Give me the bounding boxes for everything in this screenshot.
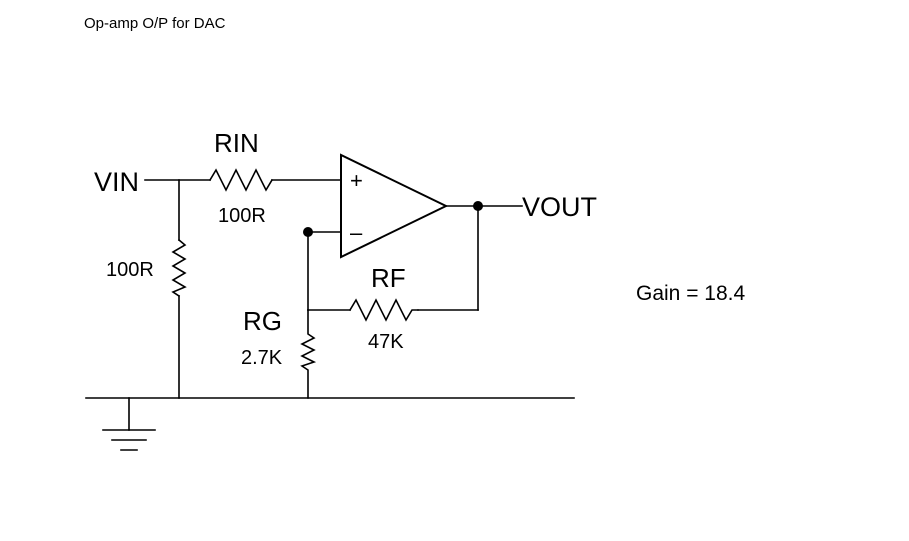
vout-label: VOUT <box>522 192 597 222</box>
rin-resistor <box>208 168 274 192</box>
rg-name-label: RG <box>243 306 282 336</box>
rf-name-label: RF <box>371 263 406 293</box>
opamp-symbol <box>340 153 449 259</box>
minus-input-wire <box>303 227 342 311</box>
vin-label: VIN <box>94 167 139 197</box>
feedback-wire <box>307 205 479 311</box>
rin-name-label: RIN <box>214 128 259 158</box>
diagram-title: Op-amp O/P for DAC <box>84 15 226 32</box>
opamp-minus-sign: – <box>350 220 363 245</box>
rf-resistor <box>348 298 419 322</box>
opamp-plus-sign: + <box>350 168 363 193</box>
rg-resistor <box>300 309 317 399</box>
rf-value-label: 47K <box>368 331 404 353</box>
rin-value-label: 100R <box>218 205 266 227</box>
output-wire <box>445 201 523 211</box>
gain-label: Gain = 18.4 <box>636 282 745 305</box>
rg-value-label: 2.7K <box>241 347 283 369</box>
shunt-resistor <box>171 238 187 298</box>
shunt-resistor-value-label: 100R <box>106 259 154 281</box>
ground-symbol <box>102 397 156 451</box>
